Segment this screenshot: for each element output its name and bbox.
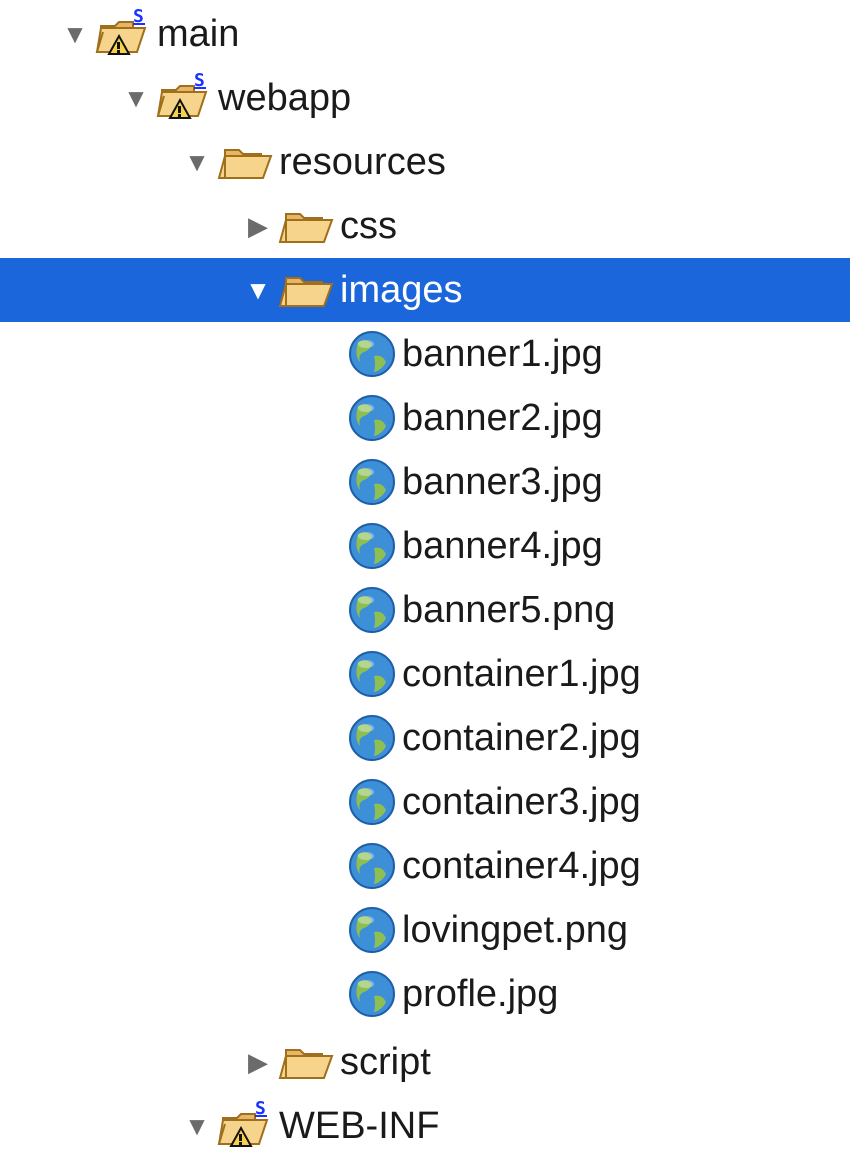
tree-item-label: lovingpet.png <box>402 909 629 951</box>
tree-item-label: banner2.jpg <box>402 397 603 439</box>
globe-file-icon <box>340 838 402 894</box>
tree-item-label: banner4.jpg <box>402 525 603 567</box>
tree-item-images[interactable]: ▼ images <box>0 258 850 322</box>
tree-item-label: banner5.png <box>402 589 616 631</box>
tree-item-file[interactable]: banner5.png <box>0 578 850 642</box>
tree-item-file[interactable]: lovingpet.png <box>0 898 850 962</box>
folder-open-icon <box>278 1034 340 1090</box>
tree-item-label: script <box>340 1041 431 1083</box>
tree-item-label: resources <box>279 141 446 183</box>
chevron-down-icon[interactable]: ▼ <box>184 1111 210 1141</box>
globe-file-icon <box>340 518 402 574</box>
tree-item-label: profle.jpg <box>402 973 559 1015</box>
folder-open-icon <box>217 134 279 190</box>
tree-item-file[interactable]: banner2.jpg <box>0 386 850 450</box>
tree-item-label: container1.jpg <box>402 653 641 695</box>
tree-item-label: webapp <box>218 77 352 119</box>
globe-file-icon <box>340 710 402 766</box>
tree-item-label: WEB-INF <box>279 1105 440 1147</box>
tree-item-css[interactable]: ▶ css <box>0 194 850 258</box>
source-folder-warning-icon: S <box>217 1098 279 1154</box>
svg-text:S: S <box>194 70 205 91</box>
tree-item-label: container3.jpg <box>402 781 641 823</box>
tree-item-label: main <box>157 13 240 55</box>
tree-item-file[interactable]: container2.jpg <box>0 706 850 770</box>
tree-item-script[interactable]: ▶ script <box>0 1030 850 1094</box>
svg-text:S: S <box>133 6 144 27</box>
tree-item-file[interactable]: container4.jpg <box>0 834 850 898</box>
tree-item-label: container2.jpg <box>402 717 641 759</box>
chevron-down-icon[interactable]: ▼ <box>184 147 210 177</box>
source-folder-warning-icon: S <box>156 70 218 126</box>
globe-file-icon <box>340 774 402 830</box>
folder-open-icon <box>278 262 340 318</box>
chevron-right-icon[interactable]: ▶ <box>248 1047 268 1077</box>
tree-item-resources[interactable]: ▼ resources <box>0 130 850 194</box>
tree-item-file[interactable]: banner1.jpg <box>0 322 850 386</box>
tree-item-file[interactable]: container1.jpg <box>0 642 850 706</box>
globe-file-icon <box>340 454 402 510</box>
chevron-down-icon[interactable]: ▼ <box>123 83 149 113</box>
globe-file-icon <box>340 966 402 1022</box>
svg-text:S: S <box>255 1098 266 1119</box>
tree-item-file[interactable]: banner4.jpg <box>0 514 850 578</box>
tree-item-label: banner1.jpg <box>402 333 603 375</box>
chevron-right-icon[interactable]: ▶ <box>248 211 268 241</box>
tree-item-label: container4.jpg <box>402 845 641 887</box>
tree-item-file[interactable]: banner3.jpg <box>0 450 850 514</box>
tree-item-main[interactable]: ▼ S main <box>0 2 850 66</box>
source-folder-warning-icon: S <box>95 6 157 62</box>
globe-file-icon <box>340 646 402 702</box>
globe-file-icon <box>340 390 402 446</box>
globe-file-icon <box>340 902 402 958</box>
tree-item-label: banner3.jpg <box>402 461 603 503</box>
tree-item-web-inf[interactable]: ▼ S WEB-INF <box>0 1094 850 1158</box>
chevron-down-icon[interactable]: ▼ <box>62 19 88 49</box>
folder-open-icon <box>278 198 340 254</box>
chevron-down-icon[interactable]: ▼ <box>245 275 271 305</box>
tree-item-webapp[interactable]: ▼ S webapp <box>0 66 850 130</box>
tree-item-label: css <box>340 205 397 247</box>
globe-file-icon <box>340 326 402 382</box>
tree-item-file[interactable]: profle.jpg <box>0 962 850 1026</box>
tree-item-label: images <box>340 269 463 311</box>
tree-item-file[interactable]: container3.jpg <box>0 770 850 834</box>
globe-file-icon <box>340 582 402 638</box>
